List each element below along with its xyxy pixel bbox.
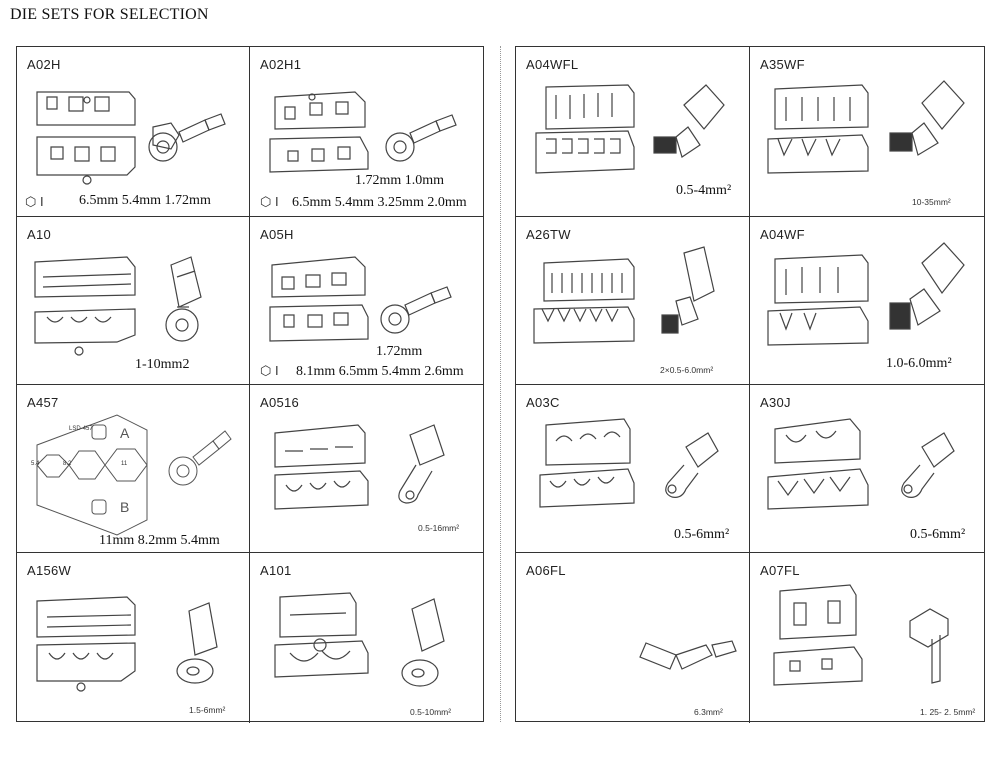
die-illustration [767,418,955,510]
die-spec-top: 1.72mm 1.0mm [355,173,445,188]
die-spec: 8.1mm 6.5mm 5.4mm 2.6mm [296,364,464,379]
die-code: A07FL [760,563,800,578]
die-spec: 11mm 8.2mm 5.4mm [99,533,220,548]
die-spec-top: 1.72mm [376,344,423,359]
die-card-a101[interactable]: A101 0.5-10mm² [250,553,483,723]
left-die-panel: A02H ⬡ I 6.5mm 5.4mm 1.72mm A02H1 [16,46,484,723]
die-code: A30J [760,395,791,410]
die-illustration [767,242,965,346]
die-spec: 1.5-6mm² [189,705,226,715]
die-spec: 0.5-10mm² [410,707,452,717]
hex-icon: ⬡ I [260,194,279,209]
hex-label: 5.4 [31,461,40,467]
die-card-a26tw[interactable]: A26TW 2×0.5-6.0mm² [516,217,750,385]
die-code: A101 [260,563,292,578]
die-illustration [274,592,445,687]
die-illustration [36,91,226,185]
die-spec: 1-10mm2 [135,357,190,372]
die-spec: 1. 25- 2. 5mm² [920,707,976,717]
die-card-a35wf[interactable]: A35WF 10-35mm² [750,47,984,217]
die-illustration [274,424,445,510]
die-letter-top: A [120,425,130,441]
die-illustration [539,418,719,508]
die-code: A06FL [526,563,566,578]
die-card-a03c[interactable]: A03C 0.5-6mm² [516,385,750,553]
die-card-a05h[interactable]: A05H 1.72mm ⬡ I 8.1mm 6.5mm 5.4mm 2.6mm [250,217,483,385]
die-code: A02H1 [260,57,302,72]
die-code: A04WFL [526,57,579,72]
die-illustration [533,246,715,344]
die-illustration [767,80,965,174]
page-title: DIE SETS FOR SELECTION [10,6,209,23]
die-illustration [535,84,725,174]
die-illustration [639,640,737,670]
die-card-a04wf[interactable]: A04WF 1.0-6.0mm² [750,217,984,385]
die-card-a30j[interactable]: A30J 0.5-6mm² [750,385,984,553]
die-spec: 0.5-4mm² [676,183,732,198]
die-spec: 2×0.5-6.0mm² [660,365,714,375]
hex-icon: ⬡ I [25,194,44,209]
die-stamp-text: LSD-457 [69,426,93,432]
die-spec: 0.5-6mm² [910,527,966,542]
hex-label: 11 [121,461,128,467]
die-card-a457[interactable]: A457 LSD-457 A B 5.4 8.2 11 11mm 8.2mm 5… [17,385,250,553]
die-illustration [269,256,452,342]
die-card-a02h1[interactable]: A02H1 1.72mm 1.0mm ⬡ I 6.5mm 5.4mm 3.25m… [250,47,483,217]
die-illustration [34,256,202,356]
die-code: A26TW [526,227,571,242]
die-code: A10 [27,227,52,242]
die-spec: 10-35mm² [912,197,951,207]
right-die-panel: A04WFL 0.5-4mm² A35WF [515,46,985,723]
die-card-a04wfl[interactable]: A04WFL 0.5-4mm² [516,47,750,217]
die-card-a10[interactable]: A10 1-10mm2 [17,217,250,385]
die-code: A156W [27,563,72,578]
die-card-a156w[interactable]: A156W 1.5-6mm² [17,553,250,723]
die-code: A02H [27,57,61,72]
die-card-a02h[interactable]: A02H ⬡ I 6.5mm 5.4mm 1.72mm [17,47,250,217]
hex-label: 8.2 [63,461,72,467]
die-letter-bottom: B [120,499,130,515]
die-code: A0516 [260,395,300,410]
die-code: A35WF [760,57,805,72]
die-spec: 1.0-6.0mm² [886,356,952,371]
hex-icon: ⬡ I [260,363,279,378]
die-spec: 6.5mm 5.4mm 3.25mm 2.0mm [292,195,467,210]
die-code: A04WF [760,227,805,242]
die-card-a07fl[interactable]: A07FL 1. 25- 2. 5mm² [750,553,984,723]
die-code: A05H [260,227,294,242]
die-spec: 6.3mm² [694,707,723,717]
die-spec: 0.5-6mm² [674,527,730,542]
die-card-a06fl[interactable]: A06FL 6.3mm² [516,553,750,723]
die-code: A457 [27,395,59,410]
die-illustration [269,91,457,173]
panel-divider [500,46,501,722]
die-spec: 0.5-16mm² [418,523,460,533]
die-illustration [36,596,218,692]
die-code: A03C [526,395,560,410]
die-illustration [36,414,232,536]
die-illustration [773,584,949,686]
die-spec: 6.5mm 5.4mm 1.72mm [79,193,211,208]
die-card-a0516[interactable]: A0516 0.5-16mm² [250,385,483,553]
